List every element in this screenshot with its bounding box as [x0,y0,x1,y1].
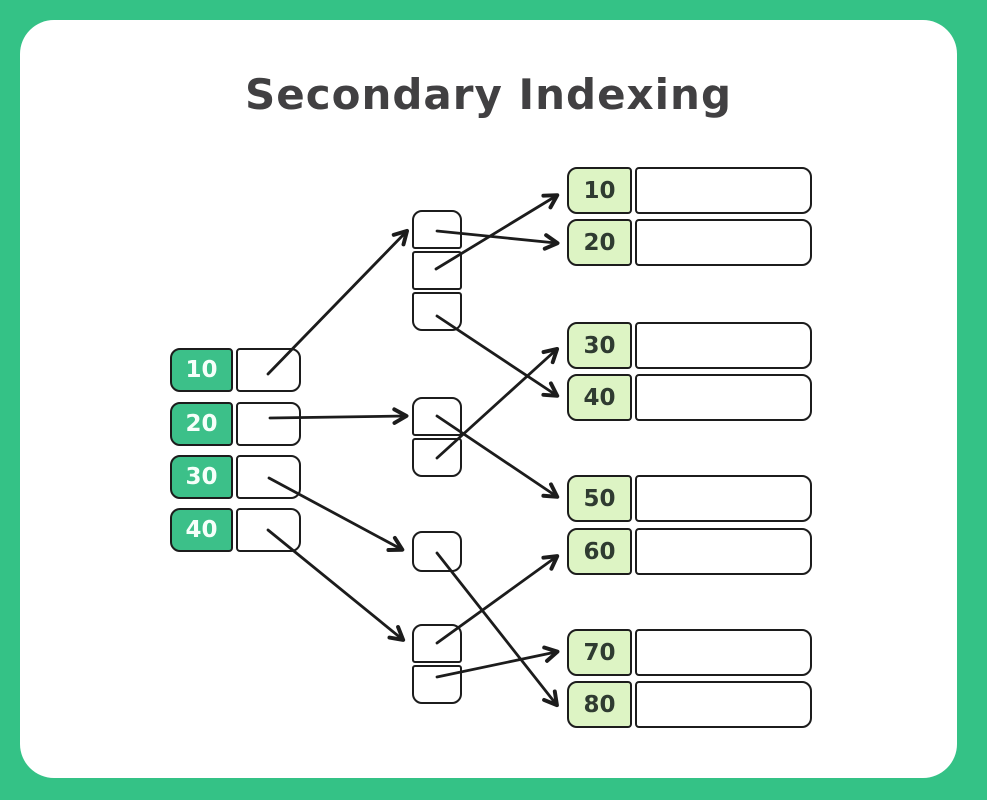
record-key-cell: 80 [567,681,632,728]
index-key-cell: 40 [170,508,233,552]
arrow-block-2-cell-2-to-record-30 [435,347,560,460]
record-key-cell: 20 [567,219,632,266]
record-key-cell: 60 [567,528,632,575]
index-key-cell: 10 [170,348,233,392]
record-key-cell: 10 [567,167,632,214]
page-title: Secondary Indexing [244,70,733,119]
index-pointer-cell [236,348,301,392]
record-data-cell [635,681,812,728]
record-data-cell [635,322,812,369]
block-1 [412,210,462,333]
record-data-cell [635,475,812,522]
record-key-cell: 70 [567,629,632,676]
arrow-index-30-to-block-3 [267,476,405,552]
block-3-cell-1 [412,531,462,572]
record-data-cell [635,219,812,266]
record-key-cell: 30 [567,322,632,369]
record-data-cell [635,629,812,676]
block-1-cell-1 [412,210,462,249]
arrow-block-4-cell-1-to-record-60 [435,554,560,645]
arrow-block-1-cell-2-to-record-10 [434,193,560,271]
arrow-block-2-cell-1-to-record-50 [435,414,560,499]
record-data-cell [635,167,812,214]
arrow-index-10-to-block-1 [266,228,410,376]
block-1-cell-3 [412,292,462,331]
arrow-index-40-to-block-4 [266,528,406,642]
index-key-cell: 30 [170,455,233,499]
record-key-cell: 40 [567,374,632,421]
arrow-block-1-cell-1-to-record-20 [435,229,560,251]
record-data-cell [635,528,812,575]
index-pointer-cell [236,402,301,446]
arrow-block-3-cell-1-to-record-80 [435,551,559,708]
index-key-cell: 20 [170,402,233,446]
record-key-cell: 50 [567,475,632,522]
arrow-block-4-cell-2-to-record-70 [435,645,560,679]
block-4-cell-2 [412,665,462,704]
record-data-cell [635,374,812,421]
block-3 [412,531,462,574]
arrow-index-20-to-block-2 [268,407,409,425]
arrow-block-1-cell-3-to-record-40 [435,314,560,398]
